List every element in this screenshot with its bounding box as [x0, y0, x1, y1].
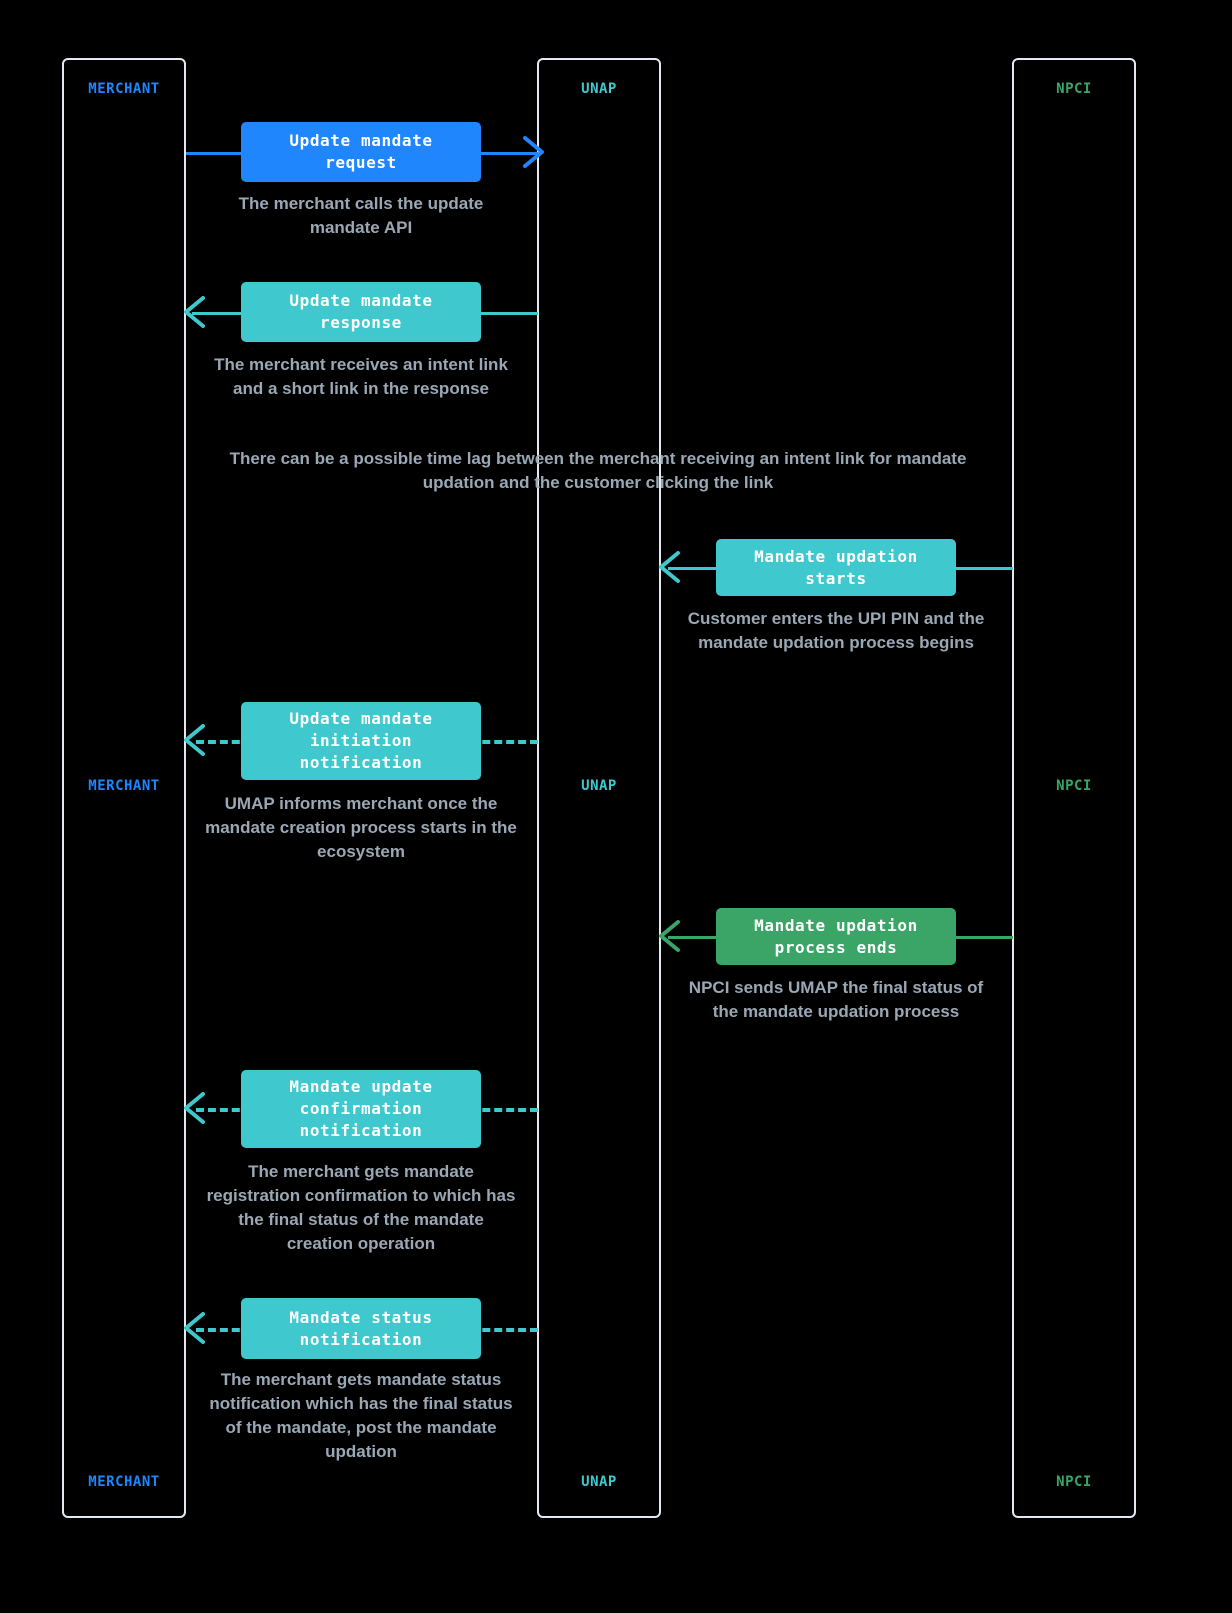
- message-caption: UMAP informs merchant once the mandate c…: [205, 794, 517, 861]
- message-box-label: Update mandate initiation notification: [241, 702, 481, 780]
- lifeline-merchant: [62, 58, 186, 1518]
- message-caption: NPCI sends UMAP the final status of the …: [688, 978, 984, 1021]
- message-box-label: Update mandate request: [241, 122, 481, 182]
- message-box-label: Update mandate response: [241, 282, 481, 342]
- note-time-lag: There can be a possible time lag between…: [229, 449, 967, 492]
- lane-label-unap-bottom: UNAP: [581, 1474, 617, 1490]
- lane-label-npci-bottom: NPCI: [1056, 1474, 1092, 1490]
- message-box-label: Mandate updation process ends: [716, 908, 956, 965]
- lane-label-npci-mid: NPCI: [1056, 778, 1092, 794]
- message-caption: The merchant gets mandate registration c…: [206, 1162, 516, 1253]
- message-caption: The merchant calls the update mandate AP…: [238, 194, 484, 237]
- lane-label-merchant-mid: MERCHANT: [88, 778, 160, 794]
- lane-label-merchant-top: MERCHANT: [88, 81, 160, 97]
- message-box-label: Mandate update confirmation notification: [241, 1070, 481, 1148]
- lifeline-unap: [537, 58, 661, 1518]
- lane-label-unap-mid: UNAP: [581, 778, 617, 794]
- lifeline-npci: [1012, 58, 1136, 1518]
- message-box-label: Mandate status notification: [241, 1298, 481, 1359]
- lane-label-npci-top: NPCI: [1056, 81, 1092, 97]
- message-caption: The merchant gets mandate status notific…: [209, 1370, 513, 1461]
- lane-label-merchant-bottom: MERCHANT: [88, 1474, 160, 1490]
- lane-label-unap-top: UNAP: [581, 81, 617, 97]
- message-box-label: Mandate updation starts: [716, 539, 956, 596]
- message-caption: The merchant receives an intent link and…: [214, 355, 508, 398]
- message-caption: Customer enters the UPI PIN and the mand…: [687, 609, 985, 652]
